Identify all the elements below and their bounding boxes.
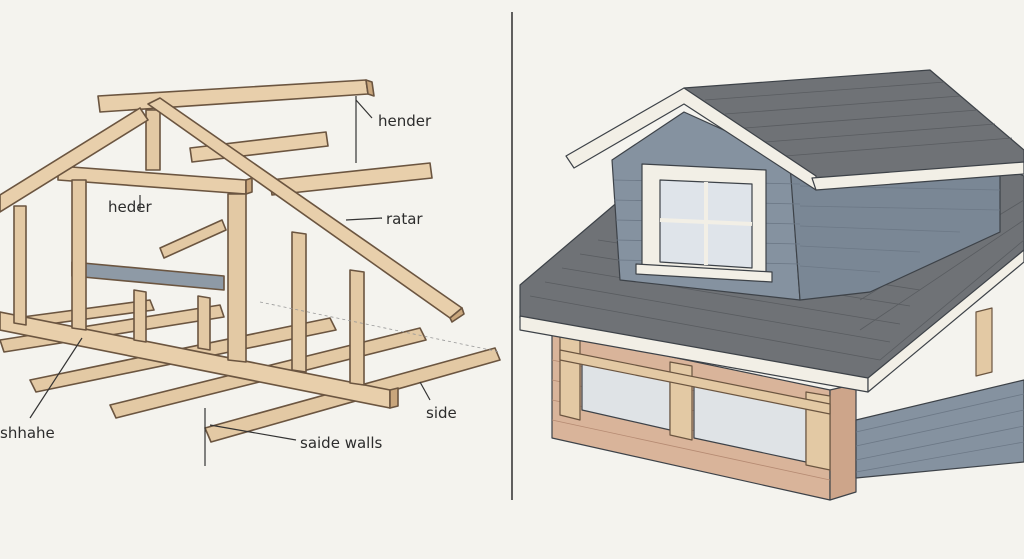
dormer-house-illustration	[519, 69, 1024, 501]
label-ratar: ratar	[386, 210, 423, 228]
dormer-window	[635, 163, 773, 283]
label-shhahe: shhahe	[0, 424, 55, 442]
guide-line	[259, 301, 501, 353]
side-siding-wall	[855, 379, 1024, 479]
header-beam-right	[269, 162, 433, 196]
wall-studs	[13, 109, 365, 386]
label-side: side	[426, 404, 457, 422]
wood-frame-illustration	[0, 79, 501, 466]
label-saide-walls: saide walls	[300, 434, 382, 452]
label-hender: hender	[378, 112, 432, 130]
leader-lines	[29, 96, 431, 466]
window-sill-board	[71, 261, 225, 291]
diagonal-brace	[159, 219, 227, 259]
dormer-eave-trim	[811, 161, 1024, 191]
porch-beam	[559, 349, 831, 415]
label-heder: heder	[108, 198, 152, 216]
left-rafter	[0, 107, 149, 213]
header-beam-top	[97, 79, 369, 113]
